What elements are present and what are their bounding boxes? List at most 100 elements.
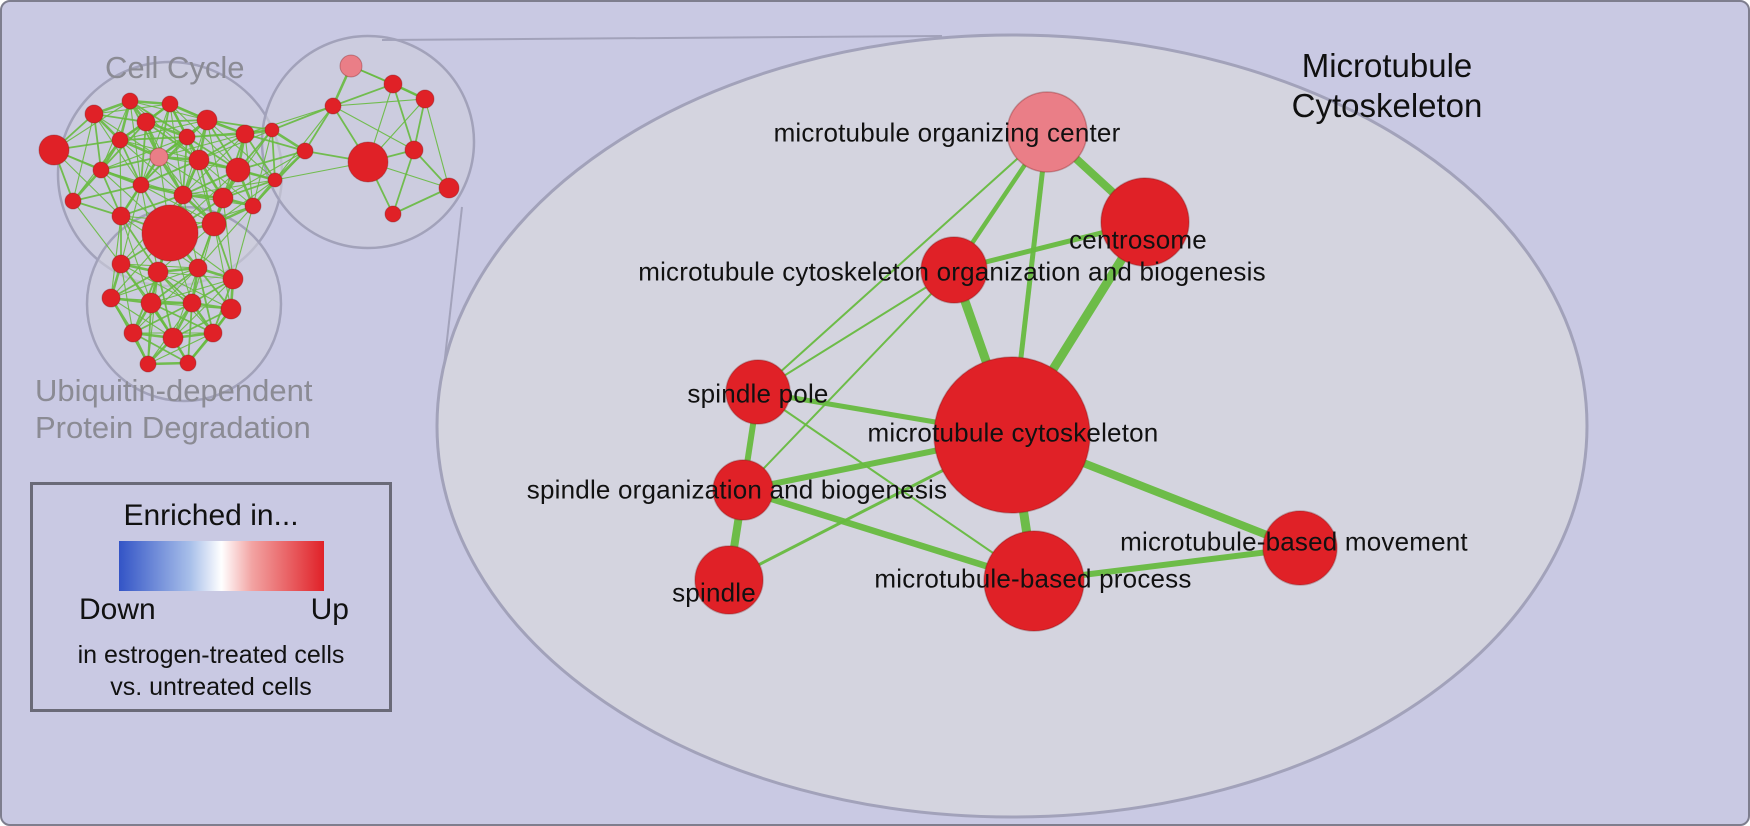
overview-node[interactable] bbox=[324, 97, 342, 115]
legend-updown-row: Down Up bbox=[79, 593, 349, 627]
overview-edge bbox=[72, 113, 95, 202]
overview-edge bbox=[271, 129, 276, 181]
overview-node[interactable] bbox=[84, 104, 104, 124]
overview-node[interactable] bbox=[188, 258, 208, 278]
overview-node[interactable] bbox=[92, 161, 110, 179]
overview-node[interactable] bbox=[267, 172, 283, 188]
overview-edge bbox=[332, 105, 415, 151]
overview-edge bbox=[72, 200, 122, 265]
overview-edge bbox=[150, 278, 234, 304]
overview-edge bbox=[100, 156, 160, 171]
overview-node[interactable] bbox=[404, 140, 424, 160]
overview-node[interactable] bbox=[182, 293, 202, 313]
legend-down-label: Down bbox=[79, 593, 156, 626]
overview-node[interactable] bbox=[235, 124, 255, 144]
overview-node[interactable] bbox=[161, 95, 179, 113]
edge-spindle_pole-mb_proc bbox=[757, 391, 1035, 582]
overview-node[interactable] bbox=[196, 109, 218, 131]
overview-node[interactable] bbox=[188, 149, 210, 171]
overview-edge bbox=[198, 159, 254, 207]
overview-edge bbox=[186, 136, 215, 225]
overview-edge bbox=[129, 100, 142, 186]
node-mt_cyto[interactable] bbox=[933, 356, 1091, 514]
overview-edge bbox=[132, 302, 193, 334]
overview-node[interactable] bbox=[178, 128, 196, 146]
overview-node[interactable] bbox=[384, 205, 402, 223]
overview-node[interactable] bbox=[201, 211, 227, 237]
overview-node[interactable] bbox=[111, 254, 131, 274]
overview-edge bbox=[120, 215, 152, 304]
overview-edge bbox=[72, 184, 142, 202]
overview-edge bbox=[332, 98, 426, 107]
overview-edge bbox=[244, 105, 334, 135]
overview-node[interactable] bbox=[141, 204, 199, 262]
overview-edge bbox=[120, 184, 142, 265]
overview-node[interactable] bbox=[438, 177, 460, 199]
overview-node[interactable] bbox=[383, 74, 403, 94]
node-moc[interactable] bbox=[1006, 91, 1088, 173]
overview-edge bbox=[150, 302, 214, 334]
overview-edge bbox=[147, 271, 159, 365]
cluster-label-ubiquitin: Ubiquitin-dependent Protein Degradation bbox=[35, 372, 313, 446]
overview-node[interactable] bbox=[222, 268, 244, 290]
overview-node[interactable] bbox=[123, 323, 143, 343]
overview-edge bbox=[132, 267, 199, 334]
zoom-connector-line bbox=[381, 35, 943, 41]
overview-edge bbox=[140, 159, 200, 186]
legend: Enriched in... Down Up in estrogen-treat… bbox=[30, 482, 392, 712]
overview-node[interactable] bbox=[203, 323, 223, 343]
edge-mcob-spindle_pole bbox=[757, 269, 955, 393]
overview-node[interactable] bbox=[132, 176, 150, 194]
overview-node[interactable] bbox=[264, 122, 280, 138]
overview-node[interactable] bbox=[147, 261, 169, 283]
edge-spindle_org-mb_proc bbox=[742, 486, 1035, 585]
node-spindle[interactable] bbox=[694, 545, 764, 615]
overview-node[interactable] bbox=[347, 141, 389, 183]
overview-edge bbox=[206, 119, 224, 199]
overview-node[interactable] bbox=[162, 327, 184, 349]
overview-node[interactable] bbox=[220, 298, 242, 320]
overview-node[interactable] bbox=[244, 197, 262, 215]
overview-node[interactable] bbox=[173, 185, 193, 205]
overview-edge bbox=[213, 179, 276, 225]
edge-mcob-spindle_org bbox=[742, 269, 955, 491]
overview-node[interactable] bbox=[179, 354, 197, 372]
legend-up-label: Up bbox=[310, 593, 349, 626]
cluster-label-cell-cycle: Cell Cycle bbox=[105, 50, 245, 85]
overview-edge bbox=[197, 205, 254, 269]
overview-node[interactable] bbox=[101, 288, 121, 308]
overview-edge bbox=[145, 121, 200, 161]
overview-edge bbox=[93, 113, 142, 186]
legend-title: Enriched in... bbox=[123, 499, 299, 532]
overview-edge bbox=[392, 149, 415, 215]
overview-node[interactable] bbox=[296, 142, 314, 160]
overview-node[interactable] bbox=[121, 92, 139, 110]
node-spindle_pole[interactable] bbox=[725, 359, 791, 425]
overview-node[interactable] bbox=[415, 89, 435, 109]
overview-edge bbox=[392, 83, 415, 151]
overview-node[interactable] bbox=[149, 147, 169, 167]
overview-edge bbox=[332, 83, 394, 107]
overview-node[interactable] bbox=[111, 131, 129, 149]
node-mb_move[interactable] bbox=[1262, 510, 1338, 586]
node-mb_proc[interactable] bbox=[983, 530, 1085, 632]
overview-edge bbox=[271, 105, 334, 131]
node-spindle_org[interactable] bbox=[712, 459, 774, 521]
overview-edge bbox=[304, 105, 334, 152]
overview-edge bbox=[252, 129, 273, 207]
overview-node[interactable] bbox=[225, 157, 251, 183]
overview-node[interactable] bbox=[64, 192, 82, 210]
node-mcob[interactable] bbox=[920, 236, 988, 304]
overview-node[interactable] bbox=[139, 355, 157, 373]
overview-edge bbox=[157, 271, 174, 339]
overview-edge bbox=[132, 332, 189, 364]
overview-node[interactable] bbox=[140, 292, 162, 314]
overview-node[interactable] bbox=[136, 112, 156, 132]
overview-node[interactable] bbox=[111, 206, 131, 226]
overview-node[interactable] bbox=[339, 54, 363, 78]
overview-node[interactable] bbox=[38, 134, 70, 166]
overview-node[interactable] bbox=[212, 187, 234, 209]
node-centrosome[interactable] bbox=[1100, 177, 1190, 267]
overview-edge bbox=[392, 187, 450, 215]
